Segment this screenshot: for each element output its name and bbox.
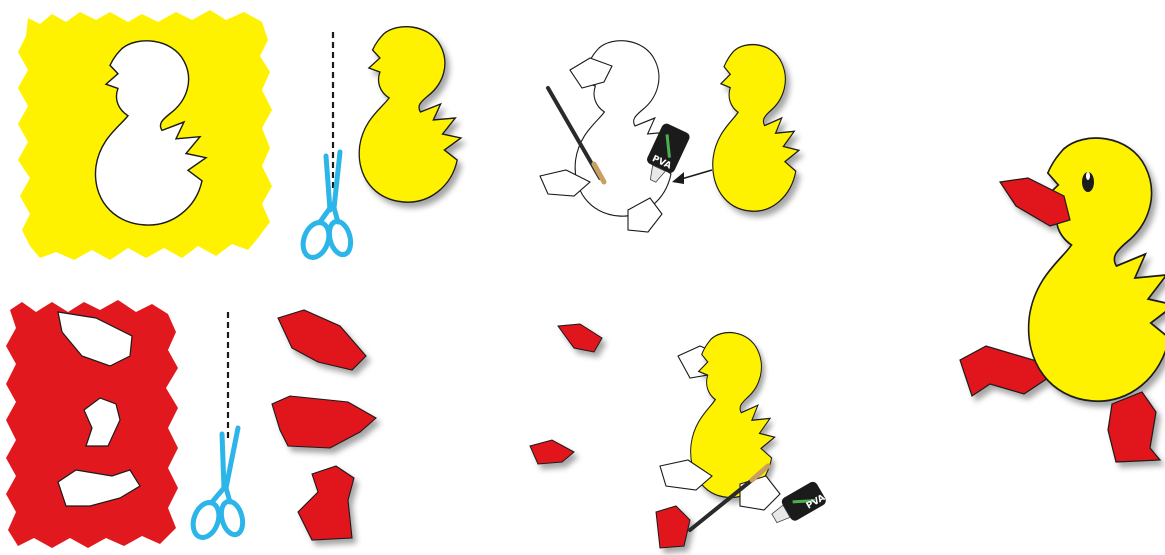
- scissors-icon-bottom: [189, 428, 246, 541]
- red-beak-piece: [278, 310, 366, 370]
- red-loose-pieces: [530, 324, 602, 464]
- duck-body: [1029, 138, 1165, 401]
- duck-assembly-glueing: [656, 333, 780, 548]
- yellow-duck-piece: [359, 27, 461, 202]
- arrow-icon: [672, 170, 712, 184]
- red-leg-piece: [272, 396, 376, 448]
- duck-template-outline: [540, 41, 675, 232]
- finished-duck: [960, 138, 1165, 462]
- red-pieces-column: [272, 310, 376, 540]
- yellow-duck-piece-2: [713, 45, 799, 212]
- red-paper-sheet: [6, 300, 178, 548]
- duck-foot-right: [1108, 392, 1160, 462]
- yellow-paper-sheet: [18, 10, 272, 260]
- scissors-icon: [299, 152, 354, 261]
- glue-bottle-icon-bottom: PVA: [768, 480, 828, 530]
- red-leg-piece-2: [298, 466, 354, 540]
